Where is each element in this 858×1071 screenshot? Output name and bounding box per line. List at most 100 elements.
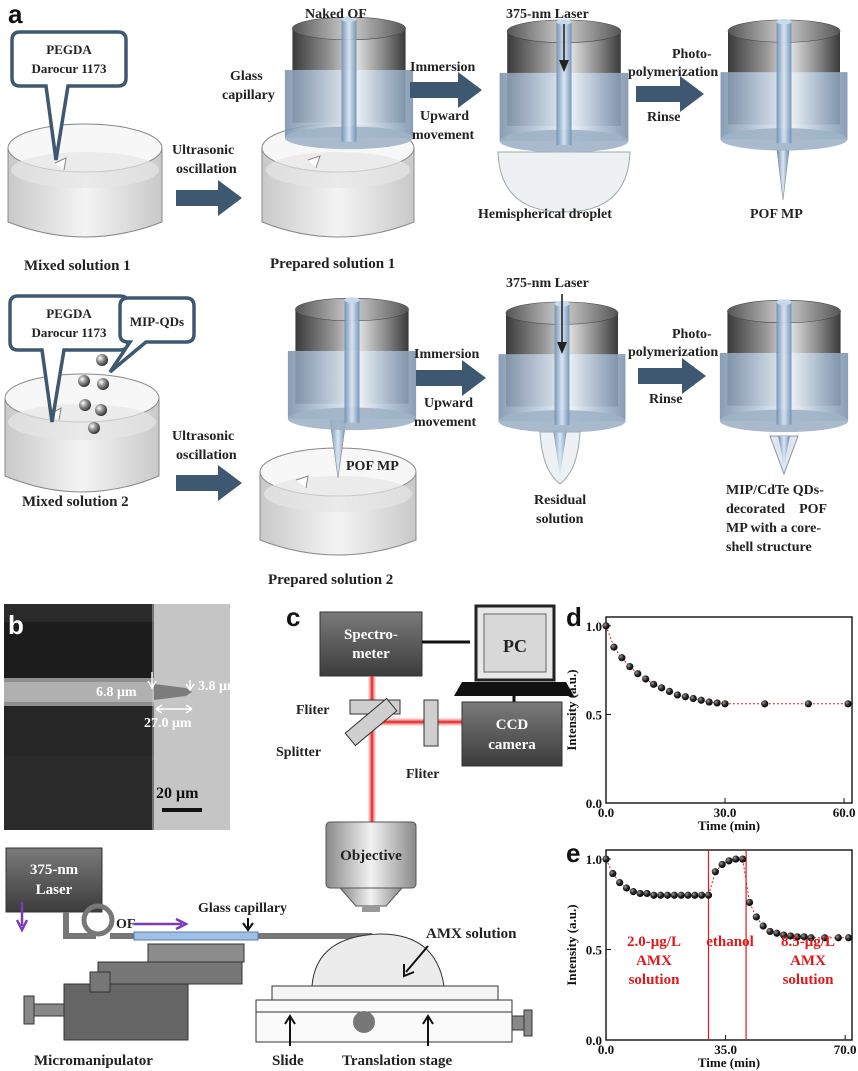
data-point — [642, 675, 650, 683]
purple-arrow-right — [134, 917, 189, 931]
x-axis-label: Time (min) — [698, 818, 760, 833]
laser-label-2: 375-nm Laser — [506, 276, 589, 291]
data-point — [821, 934, 829, 942]
data-point — [793, 933, 801, 941]
dim-3-8: 3.8 μm — [198, 679, 239, 694]
glass-capillary-holder-6 — [719, 298, 849, 433]
slide-label: Slide — [272, 1053, 304, 1069]
pof-tip-1 — [776, 149, 790, 201]
amx-droplet — [311, 933, 445, 987]
fiber-coil — [81, 903, 115, 937]
laser-box-label-1: 375-nm — [30, 862, 79, 878]
x-tick-label: 70.0 — [834, 1042, 857, 1057]
data-point — [721, 700, 729, 708]
amx-pointer — [403, 945, 429, 978]
data-point — [704, 891, 713, 899]
upward-label-line1: Upward — [420, 109, 469, 124]
data-point — [761, 700, 769, 708]
x-tick-label: 0.0 — [598, 1042, 614, 1057]
data-point — [834, 934, 842, 942]
y-axis-label: Intensity (a.u.) — [564, 669, 579, 750]
x-tick-label: 35.0 — [714, 1042, 737, 1057]
fliter-2-label: Fliter — [406, 767, 439, 782]
data-point — [602, 855, 610, 863]
spectrometer-label-1: Spectro- — [344, 627, 398, 643]
beaker-mixed-solution-2 — [4, 373, 160, 493]
data-point — [780, 931, 788, 939]
data-point — [650, 680, 658, 688]
data-point — [636, 889, 644, 898]
dim-arrow-38 — [185, 680, 195, 692]
arrow-photo-2 — [638, 358, 706, 394]
fliter-2 — [423, 699, 439, 747]
rinse-label-2: Rinse — [649, 392, 682, 407]
annotation-8-5-amx-3: solution — [783, 972, 835, 988]
photo-label-1a: Photo- — [672, 47, 712, 62]
pc-laptop — [454, 604, 574, 696]
capillary-pointer — [242, 918, 254, 932]
product-line-3: MP with a core- — [726, 521, 821, 536]
data-point — [705, 698, 713, 706]
product-line-2: decorated POF — [726, 502, 827, 517]
data-point — [665, 687, 674, 696]
annotation-2-0-amx-1: 2.0-μg/L — [627, 934, 681, 950]
y-tick-label: 1.0 — [586, 619, 602, 634]
data-point — [684, 891, 692, 899]
mixed-solution-1-label: Mixed solution 1 — [24, 258, 131, 274]
data-point — [626, 663, 634, 671]
panel-label-d: d — [566, 602, 582, 632]
step1-row2-line1: Ultrasonic — [172, 429, 234, 444]
annotation-8-5-amx-1: 8.5-μg/L — [781, 934, 835, 950]
scale-bar — [162, 808, 202, 812]
residual-label-line2: solution — [536, 512, 584, 527]
slide-pointer — [284, 1014, 296, 1046]
data-point — [804, 700, 812, 708]
arrow-ultrasonic-1 — [176, 180, 242, 216]
y-tick-label: 0.5 — [586, 707, 603, 722]
photo-label-1b: polymerization — [628, 65, 718, 80]
annotation-ethanol: ethanol — [706, 934, 754, 950]
product-line-1: MIP/CdTe QDs- — [726, 483, 824, 498]
ccd-camera-box — [461, 701, 563, 767]
pc-label: PC — [503, 636, 527, 656]
x-tick-label: 30.0 — [714, 805, 737, 820]
photo-label-2a: Photo- — [672, 327, 712, 342]
objective-lens — [325, 821, 417, 912]
bubble-line-1: PEGDA — [46, 42, 92, 57]
data-point — [844, 934, 853, 942]
data-point — [691, 891, 699, 899]
step1-label-line1: Ultrasonic — [172, 143, 234, 158]
data-point — [634, 670, 642, 678]
data-point — [677, 891, 685, 899]
scale-bar-label: 20 μm — [156, 785, 199, 802]
glass-capillary-holder-4 — [287, 296, 417, 431]
glass-capillary-tube — [133, 931, 259, 941]
hemispherical-droplet — [497, 151, 631, 213]
data-point — [657, 891, 665, 899]
glass-capillary-label-line1: Glass — [230, 69, 263, 84]
data-point — [725, 857, 733, 865]
arrow-ultrasonic-2 — [176, 465, 242, 501]
data-point — [807, 934, 815, 942]
spectrometer-box — [319, 611, 423, 677]
speech-bubble-mip-qds: MIP-QDs — [108, 296, 196, 374]
data-point — [629, 888, 637, 896]
arrow-photo-1 — [636, 76, 704, 112]
data-point — [643, 889, 651, 898]
panel-label-a: a — [8, 0, 23, 29]
data-point — [745, 898, 754, 907]
stage-pointer — [422, 1014, 434, 1046]
upward-row2-line1: Upward — [424, 396, 473, 411]
annotation-2-0-amx-3: solution — [629, 972, 681, 988]
prepared-solution-1-label: Prepared solution 1 — [270, 256, 395, 272]
x-axis-label: Time (min) — [698, 1055, 760, 1070]
dim-27-0: 27.0 μm — [144, 716, 192, 731]
x-tick-label: 60.0 — [833, 805, 856, 820]
y-tick-label: 1.0 — [586, 852, 602, 867]
objective-label: Objective — [340, 848, 402, 864]
y-axis-label: Intensity (a.u.) — [564, 904, 579, 985]
step1-label-line2: oscillation — [176, 162, 237, 177]
y-tick-label: 0.5 — [586, 943, 603, 958]
